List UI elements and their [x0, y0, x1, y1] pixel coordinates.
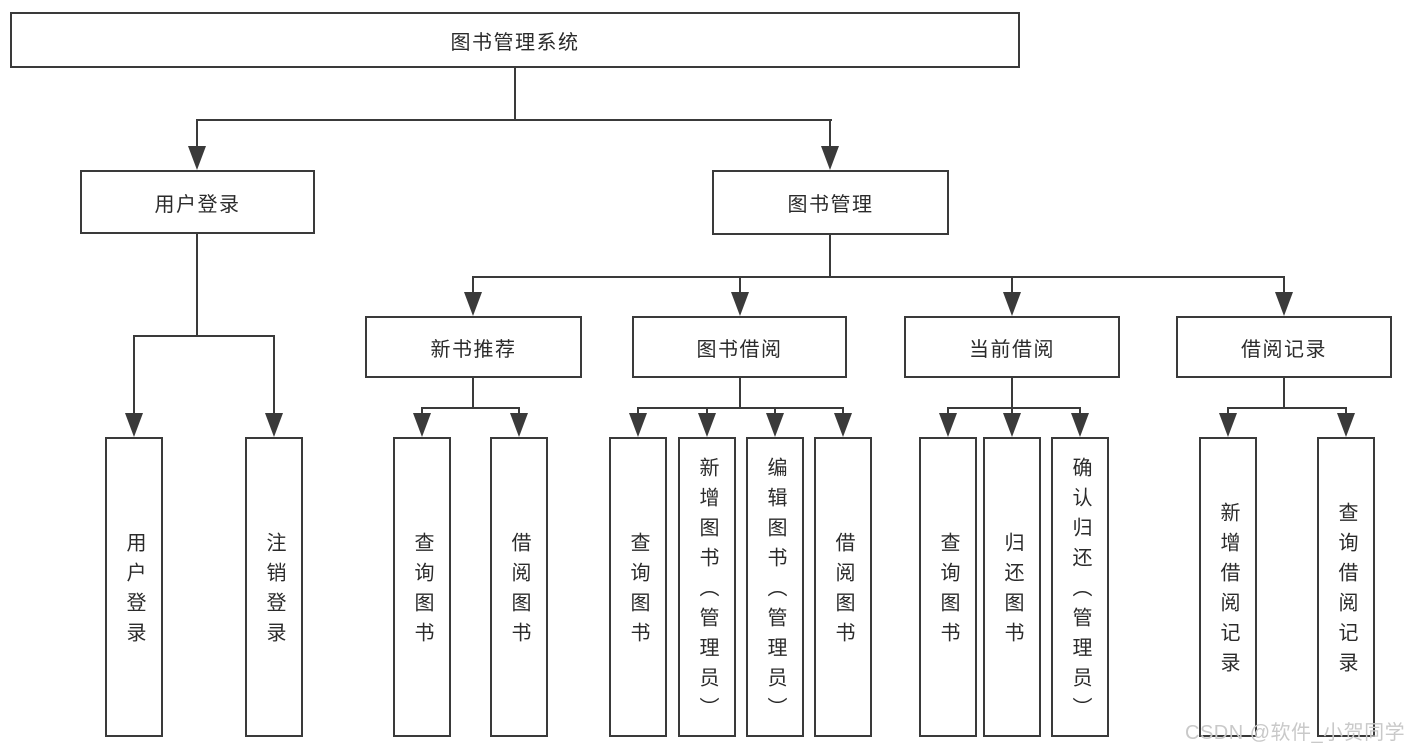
node-label: 借阅图书 — [832, 532, 854, 652]
arrowhead-down-icon — [188, 146, 206, 170]
leaf-logout: 注销登录 — [245, 437, 303, 737]
connector-line — [518, 407, 520, 415]
node-label: 借阅图书 — [508, 532, 530, 652]
arrowhead-down-icon — [413, 413, 431, 437]
arrowhead-down-icon — [939, 413, 957, 437]
node-label: 注销登录 — [263, 532, 285, 652]
leaf-query-books: 查询图书 — [919, 437, 977, 737]
connector-line — [829, 235, 831, 278]
leaf-query-borrow-record: 查询借阅记录 — [1317, 437, 1375, 737]
connector-line — [1011, 407, 1013, 415]
connector-line — [1345, 407, 1347, 415]
node-label: 新增借阅记录 — [1217, 502, 1239, 682]
node-current-borrowing: 当前借阅 — [904, 316, 1120, 378]
connector-line — [472, 276, 474, 294]
csdn-watermark: CSDN @软件_小贺同学 — [1185, 722, 1405, 744]
arrowhead-down-icon — [629, 413, 647, 437]
leaf-add-books-admin: 新增图书（管理员） — [678, 437, 736, 737]
connector-line — [829, 119, 831, 149]
connector-line — [421, 407, 520, 409]
arrowhead-down-icon — [766, 413, 784, 437]
connector-line — [637, 407, 639, 415]
connector-line — [774, 407, 776, 415]
connector-line — [133, 335, 135, 415]
node-user-login: 用户登录 — [80, 170, 315, 234]
connector-line — [1011, 276, 1013, 294]
connector-line — [273, 335, 275, 415]
leaf-edit-books-admin: 编辑图书（管理员） — [746, 437, 804, 737]
connector-line — [637, 407, 844, 409]
node-label: 用户登录 — [154, 193, 241, 216]
arrowhead-down-icon — [1003, 413, 1021, 437]
node-label: 查询图书 — [411, 532, 433, 652]
node-label: 查询图书 — [937, 532, 959, 652]
node-book-management: 图书管理 — [712, 170, 949, 235]
node-library-management-system: 图书管理系统 — [10, 12, 1020, 68]
leaf-borrow-books: 借阅图书 — [490, 437, 548, 737]
node-label: 用户登录 — [123, 532, 145, 652]
connector-line — [133, 335, 275, 337]
node-label: 新书推荐 — [430, 338, 517, 361]
arrowhead-down-icon — [265, 413, 283, 437]
connector-line — [196, 234, 198, 337]
arrowhead-down-icon — [698, 413, 716, 437]
node-label: 借阅记录 — [1241, 338, 1327, 361]
connector-line — [947, 407, 1081, 409]
leaf-user-login: 用户登录 — [105, 437, 163, 737]
leaf-confirm-return-admin: 确认归还（管理员） — [1051, 437, 1109, 737]
arrowhead-down-icon — [125, 413, 143, 437]
leaf-return-books: 归还图书 — [983, 437, 1041, 737]
node-new-book-recommendation: 新书推荐 — [365, 316, 582, 378]
connector-line — [196, 119, 198, 149]
connector-line — [1283, 276, 1285, 294]
arrowhead-down-icon — [510, 413, 528, 437]
leaf-add-borrow-record: 新增借阅记录 — [1199, 437, 1257, 737]
arrowhead-down-icon — [1275, 292, 1293, 316]
arrowhead-down-icon — [464, 292, 482, 316]
node-borrowing-records: 借阅记录 — [1176, 316, 1392, 378]
node-label: 当前借阅 — [969, 338, 1055, 361]
connector-line — [1227, 407, 1347, 409]
connector-line — [472, 378, 474, 409]
node-label: 新增图书（管理员） — [696, 457, 718, 727]
arrowhead-down-icon — [1219, 413, 1237, 437]
connector-line — [739, 276, 741, 294]
node-book-borrowing: 图书借阅 — [632, 316, 847, 378]
arrowhead-down-icon — [731, 292, 749, 316]
leaf-query-books: 查询图书 — [393, 437, 451, 737]
connector-line — [514, 68, 516, 121]
connector-line — [706, 407, 708, 415]
node-label: 查询借阅记录 — [1335, 502, 1357, 682]
connector-line — [196, 119, 832, 121]
connector-line — [947, 407, 949, 415]
node-label: 查询图书 — [627, 532, 649, 652]
leaf-borrow-books: 借阅图书 — [814, 437, 872, 737]
node-label: 图书管理系统 — [450, 31, 580, 54]
node-label: 图书借阅 — [696, 338, 783, 361]
connector-line — [739, 378, 741, 409]
arrowhead-down-icon — [834, 413, 852, 437]
connector-line — [472, 276, 1285, 278]
arrowhead-down-icon — [821, 146, 839, 170]
leaf-query-books: 查询图书 — [609, 437, 667, 737]
node-label: 确认归还（管理员） — [1069, 457, 1091, 727]
connector-line — [1227, 407, 1229, 415]
arrowhead-down-icon — [1071, 413, 1089, 437]
arrowhead-down-icon — [1337, 413, 1355, 437]
arrowhead-down-icon — [1003, 292, 1021, 316]
connector-line — [1283, 378, 1285, 409]
connector-line — [842, 407, 844, 415]
connector-line — [1011, 378, 1013, 409]
node-label: 归还图书 — [1001, 532, 1023, 652]
node-label: 编辑图书（管理员） — [764, 457, 786, 727]
node-label: 图书管理 — [787, 194, 874, 216]
connector-line — [421, 407, 423, 415]
connector-line — [1079, 407, 1081, 415]
